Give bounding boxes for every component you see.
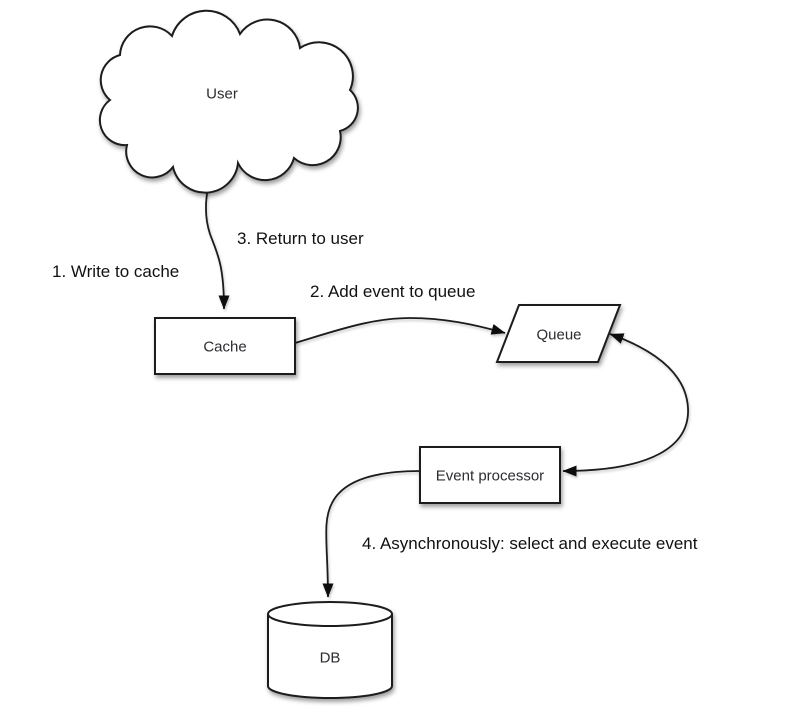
event-processor-node-label: Event processor (436, 468, 544, 485)
step-4-label: 4. Asynchronously: select and execute ev… (362, 534, 698, 553)
step-1-label: 1. Write to cache (52, 262, 179, 281)
edge-cache-to-queue (294, 317, 506, 344)
db-node-label: DB (320, 650, 341, 667)
queue-node-label: Queue (536, 327, 581, 344)
step-2-label: 2. Add event to queue (310, 282, 475, 301)
cache-box-shape (154, 317, 296, 375)
user-cloud-shape (98, 9, 359, 194)
queue-parallelogram-shape (495, 304, 622, 363)
edge-queue-event-processor-bidirectional (562, 333, 689, 477)
cache-node-label: Cache (203, 339, 246, 356)
step-3-label: 3. Return to user (237, 229, 364, 248)
event-processor-box-shape (419, 446, 561, 504)
edge-event-processor-to-db (322, 470, 421, 598)
db-cylinder-shape (267, 601, 393, 699)
user-node-label: User (206, 86, 238, 103)
